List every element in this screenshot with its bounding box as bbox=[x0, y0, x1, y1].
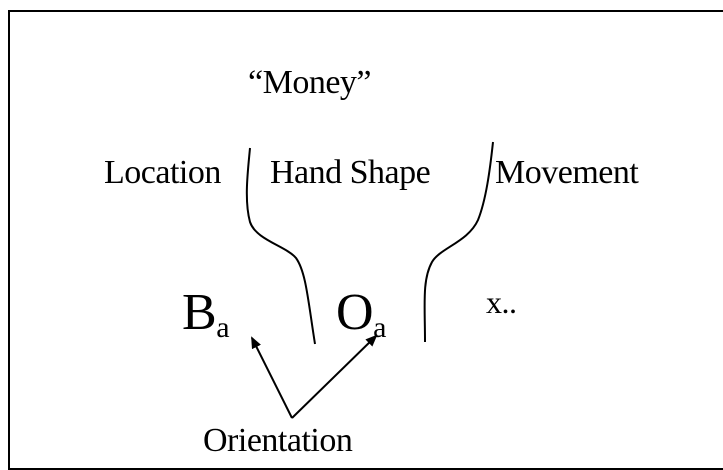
brace-right bbox=[423, 141, 494, 343]
label-orientation: Orientation bbox=[203, 422, 353, 459]
label-movement: Movement bbox=[495, 154, 639, 191]
arrow-to-b bbox=[251, 336, 293, 419]
symbol-b-subscript: a bbox=[216, 311, 230, 344]
symbol-b: B bbox=[182, 284, 217, 341]
arrow-to-o bbox=[291, 334, 378, 419]
brace-left bbox=[245, 147, 316, 345]
diagram-title: “Money” bbox=[248, 64, 372, 101]
symbol-o: O bbox=[336, 284, 374, 341]
label-location: Location bbox=[104, 154, 221, 191]
label-hand-shape: Hand Shape bbox=[270, 154, 431, 191]
symbol-x: x.. bbox=[486, 284, 517, 320]
symbol-b-a: Ba bbox=[182, 284, 230, 343]
